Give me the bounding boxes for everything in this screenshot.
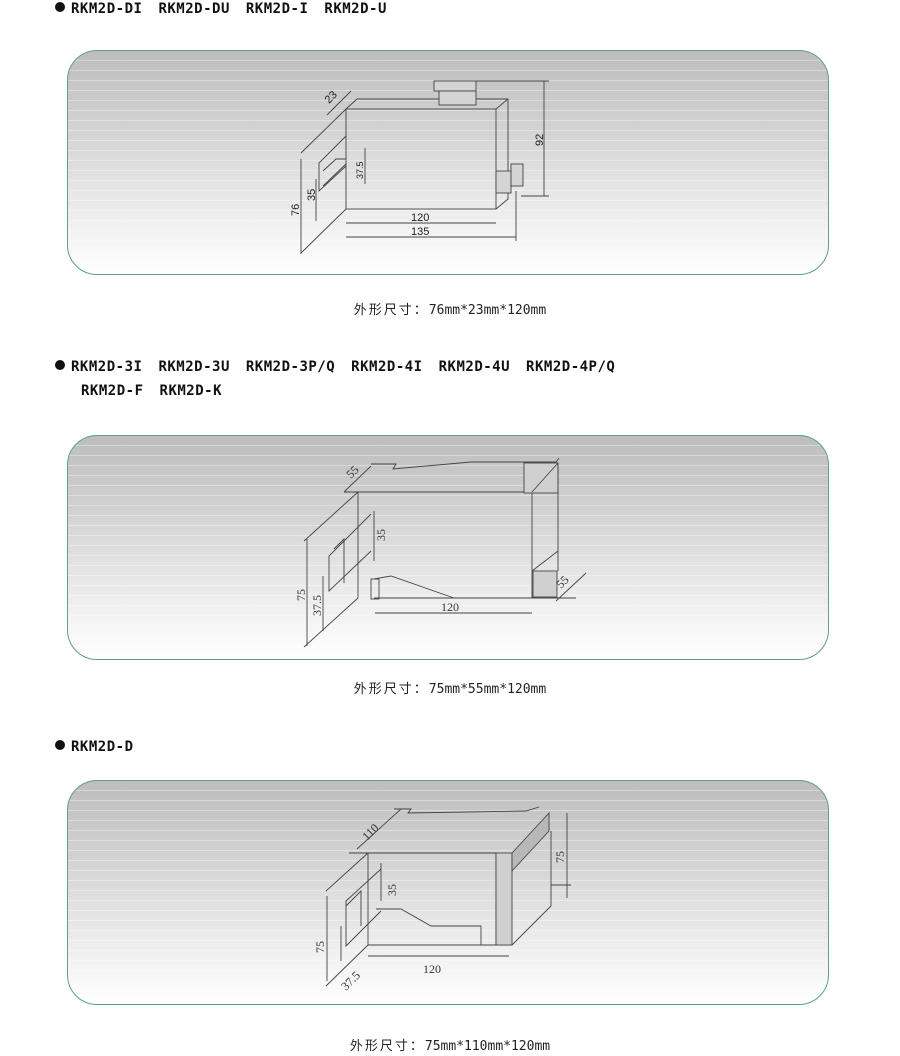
caption-label: 外形尺寸：: [349, 1039, 425, 1054]
dimension-drawing-1: 120 135 92 76 35 37.5 23: [290, 80, 549, 254]
dim-rail-width: 35: [306, 189, 318, 201]
dim-rail-offset: 37.5: [338, 968, 363, 993]
dim-length: 120: [423, 962, 441, 976]
dim-height: 75: [294, 589, 308, 601]
model-name: RKM2D-K: [159, 383, 223, 399]
model-name: RKM2D-3I: [71, 359, 143, 375]
caption-label: 外形尺寸：: [353, 682, 429, 697]
diagram-panel-1: 120 135 92 76 35 37.5 23: [67, 50, 829, 275]
section-1-heading: RKM2D-DI RKM2D-DU RKM2D-I RKM2D-U: [55, 0, 403, 21]
dim-rail-offset: 37.5: [355, 161, 365, 179]
caption-value: 75mm*110mm*120mm: [424, 1039, 551, 1054]
section-3-heading: RKM2D-D: [55, 735, 150, 759]
dimensions-caption-2: 外形尺寸：75mm*55mm*120mm: [0, 678, 900, 697]
dim-rail-width: 35: [374, 529, 388, 541]
bullet-icon: [55, 360, 65, 370]
dim-rail-width: 35: [385, 884, 399, 896]
dim-height: 75: [313, 941, 327, 953]
model-name: RKM2D-I: [245, 1, 309, 17]
model-name: RKM2D-DI: [71, 1, 143, 17]
model-name: RKM2D-DU: [158, 1, 230, 17]
model-name: RKM2D-U: [324, 1, 387, 17]
dim-depth-top: 110: [359, 821, 381, 843]
model-name: RKM2D-3U: [158, 359, 230, 375]
dimensions-caption-3: 外形尺寸：75mm*110mm*120mm: [0, 1035, 900, 1054]
bullet-icon: [55, 2, 65, 12]
caption-label: 外形尺寸：: [353, 303, 429, 318]
dim-depth: 23: [323, 89, 340, 106]
model-name: RKM2D-4I: [351, 359, 423, 375]
bullet-icon: [55, 740, 65, 750]
diagram-panel-2: 120 75 37.5 35 55 55: [67, 435, 829, 660]
dim-height-total: 92: [534, 134, 546, 146]
dim-rail-offset: 37.5: [310, 595, 324, 616]
model-name: RKM2D-D: [71, 739, 134, 755]
dimension-drawing-2: 120 75 37.5 35 55 55: [294, 457, 587, 648]
model-name: RKM2D-F: [81, 383, 144, 399]
dim-depth-top: 55: [343, 463, 361, 481]
dim-length: 120: [441, 600, 459, 614]
diagram-panel-3: 120 75 37.5 35 110 75: [67, 780, 829, 1005]
dim-length-total: 135: [411, 226, 429, 238]
dim-height-side: 75: [553, 851, 567, 863]
dimensions-caption-1: 外形尺寸：76mm*23mm*120mm: [0, 299, 900, 318]
model-name: RKM2D-4U: [438, 359, 511, 375]
caption-value: 76mm*23mm*120mm: [428, 303, 547, 318]
dim-height: 76: [290, 204, 302, 216]
dimension-drawing-3: 120 75 37.5 35 110 75: [313, 806, 571, 993]
caption-value: 75mm*55mm*120mm: [428, 682, 547, 697]
section-2-heading: RKM2D-3I RKM2D-3U RKM2D-3P/Q RKM2D-4I RKM2D-…: [55, 355, 631, 403]
dim-length: 120: [411, 212, 429, 224]
model-name: RKM2D-3P/Q: [245, 359, 336, 375]
model-name: RKM2D-4P/Q: [526, 359, 616, 375]
